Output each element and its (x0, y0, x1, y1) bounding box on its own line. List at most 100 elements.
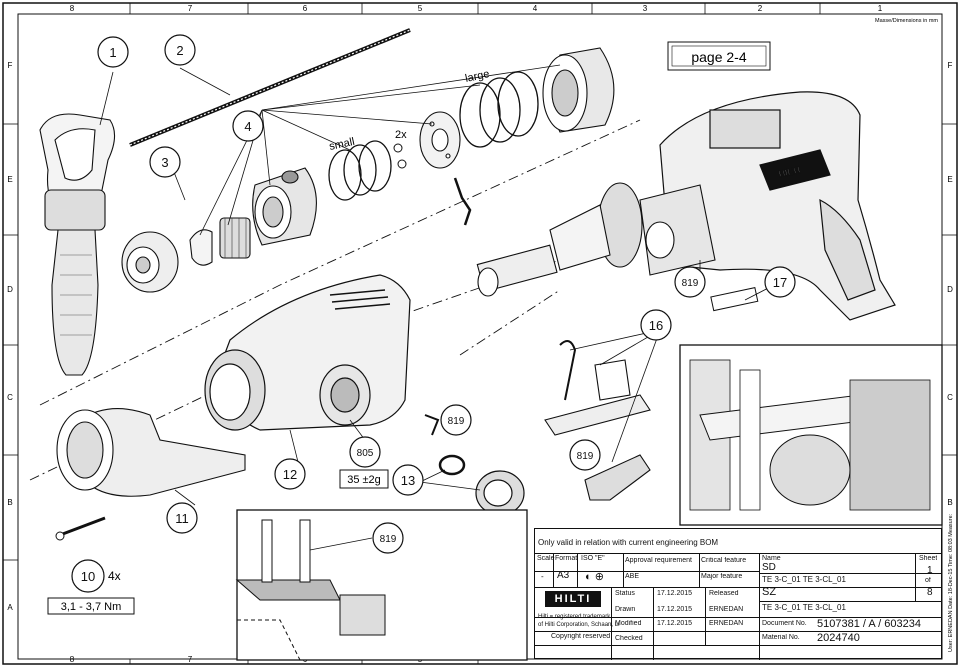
engineering-notice: Only valid in relation with current engi… (538, 538, 719, 547)
scale-value: - (541, 572, 544, 581)
row-F-right: F (948, 61, 953, 70)
row-D-right: D (947, 285, 953, 294)
page-ref-text: page 2-4 (691, 49, 746, 65)
depth-gauge-rod (129, 28, 411, 147)
small-rings (328, 140, 392, 201)
screw (55, 516, 106, 541)
two-x-label: 2x (395, 129, 407, 141)
front-nose-cover (56, 408, 246, 497)
callout-4: 4 (244, 119, 251, 134)
format-label: Format (555, 555, 578, 562)
drawn-date: 17.12.2015 (657, 606, 693, 613)
callout-819-gear: 819 (682, 278, 699, 289)
trademark-line-1: Hilti = registered trademark (538, 614, 611, 620)
washer-plate (419, 111, 461, 169)
side-handle (39, 113, 116, 376)
material-label: Material No. (762, 634, 800, 641)
row-B: B (7, 498, 12, 507)
label-sticker (710, 287, 759, 312)
sheet-of: of (925, 577, 931, 584)
callout-3: 3 (161, 155, 168, 170)
col-6: 6 (303, 4, 308, 13)
hilti-logo: HILTI (545, 591, 601, 607)
abe-label: ABE (625, 573, 640, 580)
detail-section-view (235, 509, 528, 661)
chuck-components (189, 167, 317, 266)
modified-by: ERNEDAN (709, 620, 744, 627)
col-8-bottom: 8 (70, 655, 75, 664)
col-5: 5 (418, 4, 423, 13)
callout-12: 12 (283, 467, 297, 482)
drawn-by: ERNEDAN (709, 606, 744, 613)
modified-label: Modified (615, 620, 642, 627)
col-2: 2 (758, 4, 763, 13)
callout-819-switch: 819 (577, 451, 594, 462)
weight-text: 35 ±2g (347, 474, 381, 486)
col-8: 8 (70, 4, 75, 13)
spring-clip (453, 177, 472, 226)
trademark-line-2: of Hilti Corporation, Schaan, LI (538, 622, 620, 628)
approval-requirement: Approval requirement (625, 557, 692, 564)
units-note: Masse/Dimensions in mm (875, 18, 938, 24)
callout-819-section: 819 (380, 534, 397, 545)
trademark-note: Hilti = registered trademark of Hilti Co… (538, 613, 620, 629)
name-sd: SD (762, 562, 776, 573)
status-label: Status (615, 590, 635, 597)
row-B-right: B (947, 498, 952, 507)
callout-16: 16 (649, 318, 663, 333)
drawn-label: Drawn (615, 606, 636, 613)
row-A: A (7, 603, 13, 612)
modified-date: 17.12.2015 (657, 620, 693, 627)
section-dashed-lines (29, 119, 641, 481)
switch-linkage (544, 340, 651, 501)
callout-13: 13 (401, 473, 415, 488)
torque-spec: 3,1 - 3,7 Nm (47, 597, 135, 615)
status-value: Released (709, 590, 739, 597)
row-F: F (8, 61, 13, 70)
critical-feature: Critical feature (701, 557, 747, 564)
small-label: small (328, 136, 356, 153)
gear-housing (204, 274, 411, 431)
iso-symbol: ◐ ⊕ (585, 571, 604, 583)
gearbox-spindle (476, 182, 716, 297)
large-rings (459, 71, 539, 148)
col-3: 3 (643, 4, 648, 13)
oring-and-cap (438, 454, 525, 516)
col-4: 4 (533, 4, 538, 13)
name-sz-sub: TE 3-C_01 TE 3-CL_01 (762, 603, 846, 612)
row-E-right: E (947, 175, 952, 184)
row-labels: F E D C B A F E D C B (7, 61, 953, 612)
document-number: 5107381 / A / 603234 (817, 618, 921, 630)
four-x-label: 4x (108, 569, 121, 583)
status-date: 17.12.2015 (657, 590, 693, 597)
scale-label: Scale (537, 555, 555, 562)
col-7-bottom: 7 (188, 655, 193, 664)
copyright: Copyright reserved (551, 633, 611, 640)
sheet-number: 1 (927, 565, 933, 576)
sheet-total: 8 (927, 587, 933, 598)
row-E: E (7, 175, 12, 184)
callout-1: 1 (109, 45, 116, 60)
chuck-cap (121, 231, 179, 293)
col-1: 1 (878, 4, 883, 13)
callout-10: 10 (81, 569, 95, 584)
balls (393, 143, 407, 169)
callout-17: 17 (773, 275, 787, 290)
title-block: Only valid in relation with current engi… (534, 528, 942, 660)
document-label: Document No. (762, 620, 807, 627)
drill-body: HILTI (659, 91, 896, 321)
major-feature: Major feature (701, 573, 743, 580)
weight-spec: 35 ±2g (339, 469, 389, 489)
material-number: 2024740 (817, 632, 860, 644)
page-reference-box: page 2-4 (667, 41, 771, 71)
checked-label: Checked (615, 635, 643, 642)
format-value: A3 (557, 570, 570, 581)
callout-11: 11 (175, 511, 189, 526)
sheet-label: Sheet (919, 555, 938, 562)
row-C-right: C (947, 393, 953, 402)
plot-info: User: ERNEDAN Date: 18-Dec-15 Time: 08:0… (948, 513, 954, 652)
callout-2: 2 (176, 43, 183, 58)
callout-805: 805 (357, 448, 374, 459)
